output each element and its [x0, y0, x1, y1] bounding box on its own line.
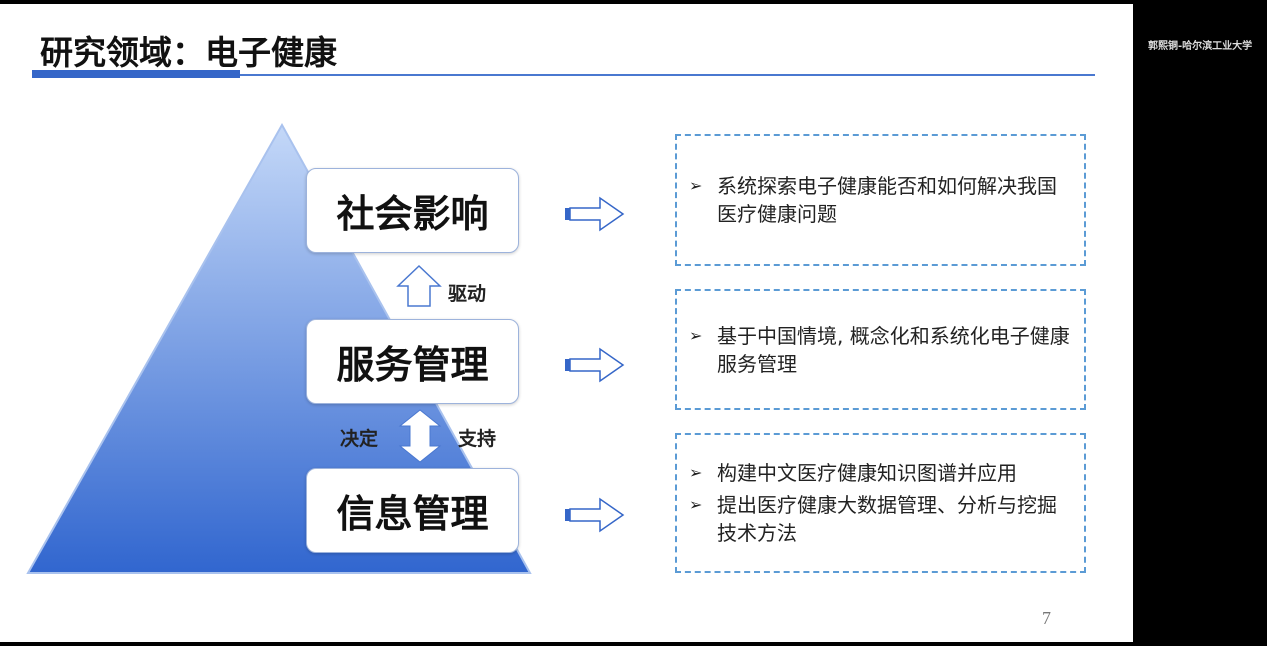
title-underline-accent [32, 70, 240, 78]
double-arrow-icon [398, 409, 442, 463]
list-item: ➢系统探索电子健康能否和如何解决我国医疗健康问题 [689, 174, 1057, 226]
panel-social-impact: ➢系统探索电子健康能否和如何解决我国医疗健康问题 [675, 134, 1086, 266]
level-social-impact: 社会影响 [306, 168, 519, 253]
level-service-management: 服务管理 [306, 319, 519, 404]
right-arrow-icon [565, 347, 625, 383]
level-information-management: 信息管理 [306, 468, 519, 553]
right-arrow-icon [565, 196, 625, 232]
arrowhead-bullet-icon: ➢ [689, 176, 703, 195]
panel-information-management: ➢构建中文医疗健康知识图谱并应用 ➢提出医疗健康大数据管理、分析与挖掘技术方法 [675, 433, 1086, 573]
relation-drive: 驱动 [448, 283, 487, 305]
relation-support: 支持 [458, 428, 497, 450]
up-arrow-icon [396, 264, 442, 307]
list-item: ➢构建中文医疗健康知识图谱并应用 [689, 461, 1017, 485]
page-number: 7 [1042, 608, 1051, 628]
arrowhead-bullet-icon: ➢ [689, 463, 703, 482]
list-item: ➢提出医疗健康大数据管理、分析与挖掘技术方法 [689, 493, 1057, 545]
presenter-label: 郭熙铜-哈尔滨工业大学 [1148, 41, 1253, 52]
panel-service-management: ➢基于中国情境, 概念化和系统化电子健康服务管理 [675, 289, 1086, 410]
right-arrow-icon [565, 497, 625, 533]
slide: 研究领域：电子健康 社会影响 服务管理 信息管理 驱动 决定 支持 ➢系统探索电… [0, 4, 1133, 642]
arrowhead-bullet-icon: ➢ [689, 325, 703, 345]
list-item: ➢基于中国情境, 概念化和系统化电子健康服务管理 [689, 323, 1070, 376]
arrowhead-bullet-icon: ➢ [689, 495, 703, 514]
slide-title: 研究领域：电子健康 [40, 33, 337, 72]
relation-decide: 决定 [340, 428, 379, 450]
title-underline [240, 74, 1095, 76]
